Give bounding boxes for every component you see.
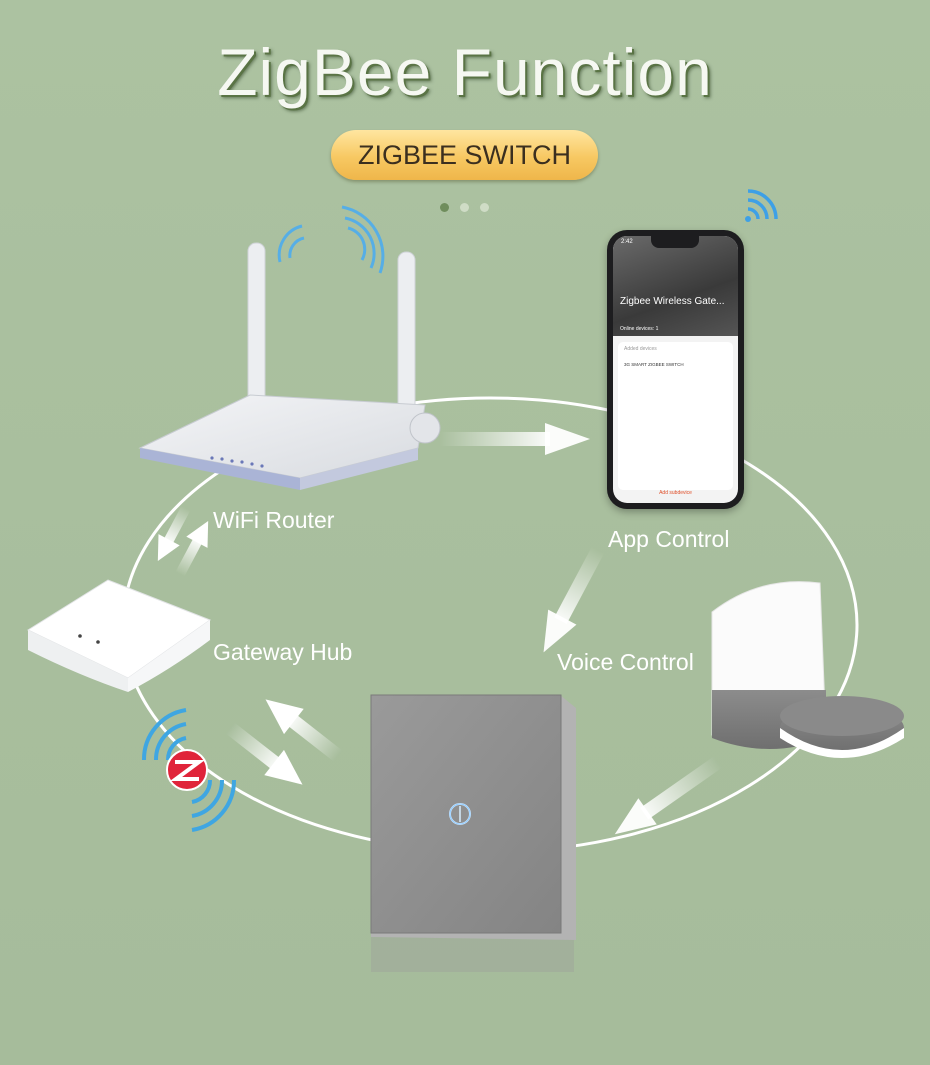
smart-switch-image — [370, 694, 576, 972]
wifi-signal-icon — [277, 205, 385, 274]
gateway-hub-image — [26, 579, 212, 692]
page-title: ZigBee Function — [217, 35, 713, 109]
app-control-label: App Control — [608, 526, 730, 552]
phone-added-devices-label: Added devices — [624, 346, 657, 352]
wifi-router-label: WiFi Router — [213, 507, 335, 533]
phone-device-card: Added devices 3G SMART ZIGBEE SWITCH — [618, 342, 733, 490]
phone-add-subdevice-button[interactable]: Add subdevice — [659, 490, 692, 496]
phone-device-item[interactable]: 3G SMART ZIGBEE SWITCH — [624, 362, 684, 367]
phone-notch — [651, 236, 699, 248]
carousel-dots — [440, 199, 500, 217]
arrow-router-gateway — [157, 505, 209, 577]
arrow-gateway-switch — [225, 699, 343, 785]
phone-header-image — [613, 236, 738, 336]
zigbee-switch-badge: ZIGBEE SWITCH — [331, 130, 598, 180]
gateway-hub-label: Gateway Hub — [213, 639, 353, 665]
phone-wifi-icon — [745, 189, 778, 222]
carousel-dot-1[interactable] — [440, 203, 449, 212]
zigbee-logo-icon — [166, 749, 208, 791]
phone-gateway-title: Zigbee Wireless Gate... — [620, 296, 725, 307]
voice-control-label: Voice Control — [557, 649, 694, 675]
arrow-voice-to-switch — [614, 756, 723, 835]
smart-speaker-image — [711, 581, 904, 758]
arrow-app-to-switch — [543, 546, 605, 653]
arrow-router-to-app — [440, 423, 590, 455]
carousel-dot-3[interactable] — [480, 203, 489, 212]
smartphone-image: 2:42 Zigbee Wireless Gate... Online devi… — [607, 230, 744, 509]
zigbee-signal-icon — [141, 708, 237, 832]
phone-screen: 2:42 Zigbee Wireless Gate... Online devi… — [613, 236, 738, 503]
wifi-router-image — [138, 242, 441, 490]
phone-online-count: Online devices: 1 — [620, 326, 659, 332]
carousel-dot-2[interactable] — [460, 203, 469, 212]
phone-time: 2:42 — [621, 239, 633, 245]
